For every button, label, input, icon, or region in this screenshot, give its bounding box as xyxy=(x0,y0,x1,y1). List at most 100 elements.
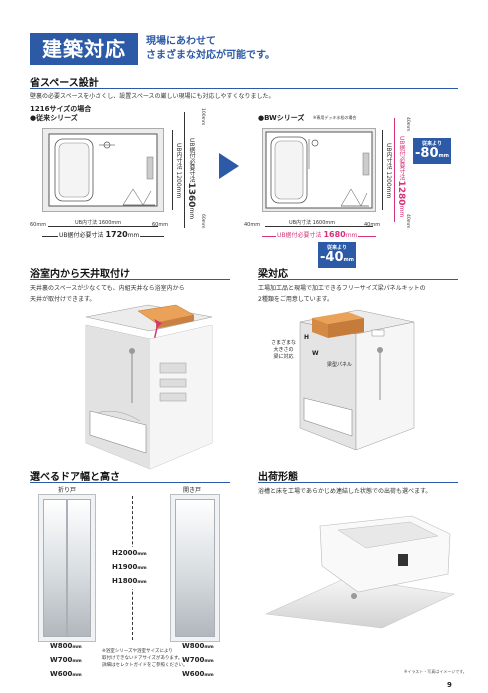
shipping-section-title: 出荷形態 xyxy=(258,472,298,483)
door-note-line-1: ※浴室シリーズや浴室サイズにより xyxy=(102,649,173,654)
folding-door-left-panel xyxy=(43,499,67,637)
beam-size-note: さまざまな 大きさの 梁に対応 xyxy=(271,340,296,361)
bw-gap-bottom: 40mm xyxy=(405,214,410,229)
case-label: 1216サイズの場合 xyxy=(30,105,92,113)
install-height-prefix: UB据付必要寸法 xyxy=(398,136,405,181)
conventional-plan-drawing xyxy=(48,133,158,207)
door-unit: mm xyxy=(204,645,214,650)
door-unit: mm xyxy=(72,645,82,650)
beam-desc-line-1: 工場加工品と現場で加工できるフリーサイズ梁パネルキットの xyxy=(258,285,426,292)
subtitle-line-2: さまざまな対応が可能です。 xyxy=(146,50,275,61)
door-width-700: W700 xyxy=(50,656,73,664)
beam-panel-label: 梁型パネル xyxy=(327,362,353,368)
door-height-options: H2000mm H1900mm H1800mm xyxy=(112,547,147,589)
section-divider xyxy=(30,279,230,280)
ceiling-description: 天井裏のスペースが少なくても、内組天井なら浴室内から 天井が取付けできます。 xyxy=(30,283,185,305)
door-width-800: W800 xyxy=(50,642,73,650)
folding-door-width-options: W800mm W700mm W600mm xyxy=(50,640,82,682)
bw-ub-height: UB内寸法 1200mm xyxy=(385,143,392,199)
folding-door-right-panel xyxy=(67,499,91,637)
install-width-unit: mm xyxy=(127,232,140,239)
install-width-unit: mm xyxy=(345,232,358,239)
door-width-600: W600 xyxy=(50,670,73,678)
door-unit: mm xyxy=(137,566,147,571)
install-height-value: 1360 xyxy=(186,182,196,208)
door-width-700: W700 xyxy=(182,656,205,664)
door-height-1800: H1800 xyxy=(112,577,138,585)
conventional-gap-top: 100mm xyxy=(200,108,205,126)
subtitle-line-1: 現場にあわせて xyxy=(146,36,216,47)
page-title: 建築対応 xyxy=(30,33,138,65)
door-unit: mm xyxy=(204,659,214,664)
bw-install-height: UB据付必要寸法1280mm xyxy=(396,136,406,217)
install-height-unit: mm xyxy=(188,207,195,220)
section-divider xyxy=(258,482,458,483)
door-width-600: W600 xyxy=(182,670,205,678)
door-width-800: W800 xyxy=(182,642,205,650)
beam-section-title: 梁対応 xyxy=(258,269,288,280)
bw-install-width: UB据付必要寸法 1680mm xyxy=(276,230,359,239)
door-unit: mm xyxy=(137,552,147,557)
folding-door-label: 折り戸 xyxy=(58,487,77,494)
bw-gap-top: 40mm xyxy=(405,117,410,132)
beam-description: 工場加工品と現場で加工できるフリーサイズ梁パネルキットの 2種類をご用意していま… xyxy=(258,283,426,305)
beam-note-line-2: 大きさの xyxy=(273,347,294,353)
door-unit: mm xyxy=(204,673,214,678)
door-height-1900: H1900 xyxy=(112,563,138,571)
badge-label: 従来より xyxy=(422,141,442,147)
beam-h-label: H xyxy=(304,334,310,341)
beam-w-label: W xyxy=(312,350,319,357)
door-unit: mm xyxy=(72,659,82,664)
page-number: 9 xyxy=(447,681,452,689)
badge-value: -80 xyxy=(415,146,439,161)
ceiling-desc-line-2: 天井が取付けできます。 xyxy=(30,296,96,303)
bw-gap-right: 40mm xyxy=(364,222,381,228)
door-unit: mm xyxy=(137,580,147,585)
beam-note-line-1: さまざまな xyxy=(271,340,297,346)
conventional-gap-right: 60mm xyxy=(152,222,169,228)
page-subtitle: 現場にあわせて さまざまな対応が可能です。 xyxy=(146,35,275,63)
image-note: ※イラスト・写真はイメージです。 xyxy=(404,669,467,674)
conventional-ub-width: UB内寸法 1600mm xyxy=(74,219,123,226)
dimension-line xyxy=(394,118,395,222)
door-note-line-2: 取付けできないドアサイズがあります。 xyxy=(102,656,183,661)
section-divider xyxy=(30,482,230,483)
badge-label: 従来より xyxy=(327,245,347,251)
section-divider xyxy=(258,279,458,280)
conventional-install-width: UB据付必要寸法 1720mm xyxy=(58,230,141,239)
arrow-right-icon xyxy=(219,153,239,179)
door-unit: mm xyxy=(72,673,82,678)
bw-note: ※専用デッキ水栓の場合 xyxy=(313,115,357,120)
dimension-line xyxy=(382,130,383,210)
conventional-floor-plan xyxy=(42,128,164,212)
conventional-gap-bottom: 60mm xyxy=(200,214,205,229)
hinged-door-panel xyxy=(175,499,215,637)
folding-door xyxy=(38,494,96,642)
dimension-line xyxy=(184,112,185,228)
install-height-prefix: UB据付必要寸法 xyxy=(188,138,195,183)
install-width-prefix: UB据付必要寸法 xyxy=(59,232,104,239)
dimension-line xyxy=(48,226,158,227)
bw-floor-plan xyxy=(262,128,376,212)
badge-value: -40 xyxy=(320,250,344,265)
install-width-value: 1720 xyxy=(105,230,128,239)
conventional-series-label: ●従来シリーズ xyxy=(30,114,78,122)
door-note-line-3: 詳細はセレクトガイドをご参照ください。 xyxy=(102,663,188,668)
door-height-2000: H2000 xyxy=(112,549,138,557)
conventional-gap-left: 60mm xyxy=(30,222,47,228)
ceiling-desc-line-1: 天井裏のスペースが少なくても、内組天井なら浴室内から xyxy=(30,285,185,292)
bw-ub-width: UB内寸法 1600mm xyxy=(288,219,337,226)
door-size-note: ※浴室シリーズや浴室サイズにより 取付けできないドアサイズがあります。 詳細はセ… xyxy=(102,648,188,669)
ceiling-section-title: 浴室内から天井取付け xyxy=(30,269,130,280)
space-section-title: 省スペース設計 xyxy=(30,78,99,89)
beam-note-line-3: 梁に対応 xyxy=(273,354,294,360)
space-description: 壁裏の必要スペースを小さくし、設置スペースの厳しい現場にも対応しやすくなりました… xyxy=(30,93,275,100)
doors-section-title: 選べるドア幅と高さ xyxy=(30,472,120,483)
dimension-line xyxy=(172,130,173,210)
hinged-door-width-options: W800mm W700mm W600mm xyxy=(182,640,214,682)
badge-unit: mm xyxy=(343,257,354,263)
conventional-ub-height: UB内寸法 1200mm xyxy=(175,143,182,199)
install-height-unit: mm xyxy=(398,205,405,218)
bw-gap-left: 40mm xyxy=(244,222,261,228)
